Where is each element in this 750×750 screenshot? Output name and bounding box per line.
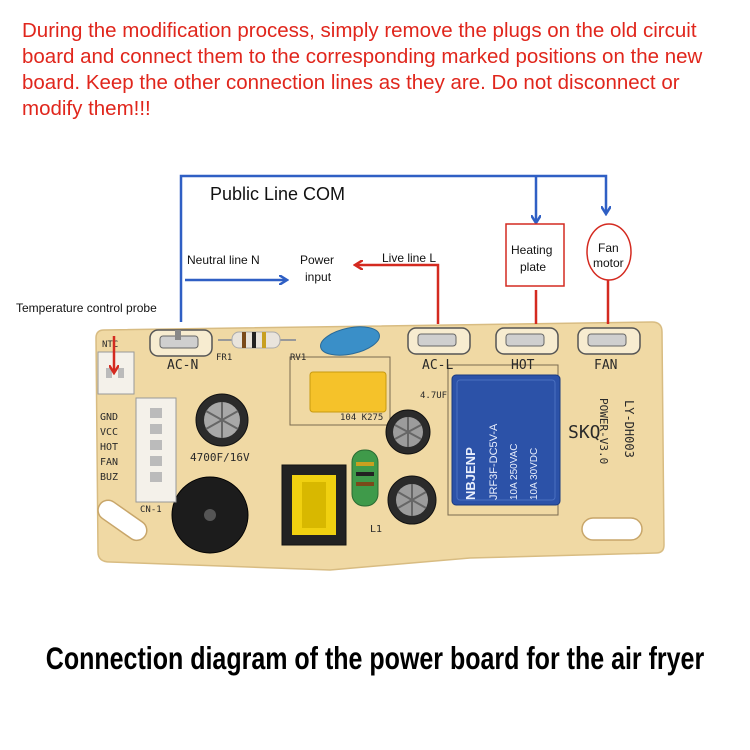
silk-model: LY-DH003: [622, 400, 636, 458]
silk-pin-vcc: VCC: [100, 427, 118, 438]
silk-cap-small: 4.7UF: [420, 391, 447, 401]
mounting-slot: [97, 499, 148, 542]
resistor-fr1: [218, 331, 296, 349]
capacitor-4700uf: [195, 393, 249, 447]
public-line-com: [179, 174, 606, 322]
fan-motor-circle: [586, 223, 632, 281]
mounting-slot: [581, 517, 643, 541]
neutral-line-label: Neutral line N: [187, 253, 260, 267]
relay-markings: NBJENP JRF3F-DC5V-A 10A 250VAC 10A 30VDC: [463, 423, 540, 500]
silk-cap-big: 4700F/16V: [190, 451, 250, 464]
fan-label-1: Fan: [598, 241, 619, 255]
silk-rv1: RV1: [290, 353, 306, 363]
instruction-text: During the modification process, simply …: [22, 19, 703, 120]
silk-cap-x: 104 K275: [340, 413, 383, 423]
relay-model: JRF3F-DC5V-A: [488, 423, 500, 500]
live-line-label: Live line L: [382, 251, 436, 265]
varistor-rv1: [320, 326, 380, 356]
silk-pin-gnd: GND: [100, 412, 118, 423]
fan-label-2: motor: [593, 256, 624, 270]
silk-ac-n: AC-N: [167, 358, 198, 373]
silkscreen: AC-N NTC FR1 RV1 AC-L HOT FAN GND VCC HO…: [100, 340, 636, 535]
capacitor-4-7uf: [385, 409, 431, 455]
capacitor-output: [387, 475, 437, 525]
power-input-label-1: Power: [300, 253, 334, 267]
silk-brand: SKQ: [568, 422, 601, 443]
silk-pin-buz: BUZ: [100, 472, 118, 483]
inductor-l1: [351, 449, 379, 507]
terminal-ac-l: [407, 327, 471, 355]
silk-fr1: FR1: [216, 353, 232, 363]
power-input-label-2: input: [305, 270, 332, 284]
silk-fan: FAN: [594, 358, 617, 373]
buzzer: [171, 476, 249, 554]
silk-ac-l: AC-L: [422, 358, 453, 373]
silk-pin-hot: HOT: [100, 442, 118, 453]
silk-l1: L1: [370, 524, 382, 535]
relay-rating-1: 10A 250VAC: [509, 443, 520, 500]
live-line-wiring: [114, 265, 610, 372]
heating-label-2: plate: [520, 260, 546, 274]
silk-pin-fan: FAN: [100, 457, 118, 468]
relay: [451, 374, 561, 506]
terminal-fan: [577, 327, 641, 355]
connector-ntc: [97, 351, 135, 395]
heating-plate-box: [505, 223, 565, 287]
caption: Connection diagram of the power board fo…: [45, 641, 705, 677]
silk-power-ver: POWER-V3.0: [597, 398, 610, 464]
terminal-ac-n: [149, 329, 213, 357]
silk-cn1: CN-1: [140, 505, 162, 515]
temp-probe-label: Temperature control probe: [16, 301, 157, 315]
transformer: [281, 464, 347, 546]
silk-hot: HOT: [511, 358, 535, 373]
x-capacitor: [309, 371, 387, 413]
silk-ntc: NTC: [102, 340, 118, 350]
terminal-hot: [495, 327, 559, 355]
public-line-label: Public Line COM: [210, 184, 345, 204]
connection-diagram: AC-N NTC FR1 RV1 AC-L HOT FAN GND VCC HO…: [16, 174, 665, 571]
relay-rating-2: 10A 30VDC: [529, 448, 540, 500]
connector-cn1: [135, 397, 177, 503]
relay-brand: NBJENP: [463, 447, 478, 500]
heating-label-1: Heating: [511, 243, 552, 257]
